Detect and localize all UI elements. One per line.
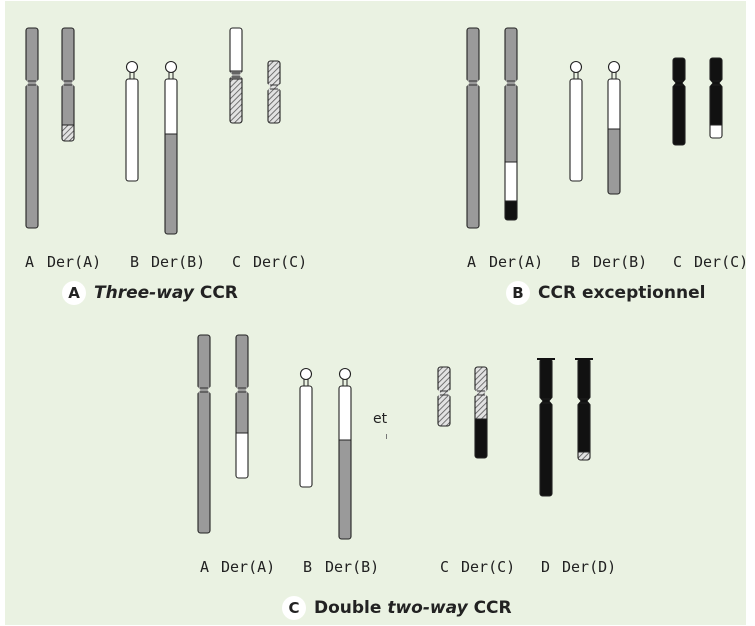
connector-et: et bbox=[373, 411, 388, 427]
chromosome-c-panel-a bbox=[229, 27, 243, 124]
chromosome-a-panel-b bbox=[466, 27, 480, 229]
label-c-a: A bbox=[200, 558, 210, 576]
label-b-a: A bbox=[467, 253, 477, 271]
label-b-der-c: Der(C) bbox=[694, 253, 746, 271]
chromosome-b-panel-a bbox=[125, 60, 139, 182]
chromosome-b-panel-b bbox=[569, 60, 583, 182]
label-c-b: B bbox=[303, 558, 313, 576]
chromosome-a-panel-a bbox=[25, 27, 39, 229]
panel-c-title-post: CCR bbox=[467, 597, 512, 618]
chromosome-der-c-panel-c bbox=[474, 366, 488, 459]
label-b-der-b: Der(B) bbox=[593, 253, 648, 271]
panel-b-badge: B bbox=[506, 281, 530, 305]
chromosome-der-b-panel-b bbox=[607, 60, 621, 195]
panel-a-title: A Three-way CCR bbox=[62, 281, 238, 305]
chromosome-d-panel-c bbox=[539, 358, 553, 497]
chromosome-der-c-panel-b bbox=[709, 57, 723, 139]
label-b-b: B bbox=[571, 253, 581, 271]
chromosome-der-a-panel-b bbox=[504, 27, 518, 221]
label-c-der-a: Der(A) bbox=[221, 558, 276, 576]
panel-c-title-italic: two-way bbox=[387, 597, 468, 618]
chromosome-diagram bbox=[25, 27, 723, 540]
connector-mark bbox=[386, 434, 387, 439]
label-c-der-c: Der(C) bbox=[461, 558, 516, 576]
label-der-b: Der(B) bbox=[151, 253, 206, 271]
panel-c-title-pre: Double bbox=[314, 597, 388, 618]
panel-b-title: B CCR exceptionnel bbox=[506, 281, 705, 305]
chromosome-c-panel-c bbox=[437, 366, 451, 427]
chromosome-a-panel-c bbox=[197, 334, 211, 534]
chromosome-der-a-panel-c bbox=[235, 334, 249, 479]
label-c-der-b: Der(B) bbox=[325, 558, 380, 576]
label-c-c: C bbox=[440, 558, 450, 576]
chromosome-der-a-panel-a bbox=[61, 27, 75, 142]
chromosome-der-d-panel-c bbox=[577, 358, 591, 461]
chromosome-der-c-panel-a bbox=[267, 60, 281, 124]
label-der-a: Der(A) bbox=[47, 253, 102, 271]
label-c-d: D bbox=[541, 558, 551, 576]
label-c-der-d: Der(D) bbox=[562, 558, 617, 576]
panel-a-title-italic: Three-way bbox=[94, 282, 194, 303]
label-a: A bbox=[25, 253, 35, 271]
chromosome-der-b-panel-a bbox=[164, 60, 178, 235]
chromosome-der-b-panel-c bbox=[338, 367, 352, 540]
label-b-der-a: Der(A) bbox=[489, 253, 544, 271]
label-b: B bbox=[130, 253, 140, 271]
panel-c-title: C Double two-way CCR bbox=[282, 596, 512, 620]
panel-a-badge: A bbox=[62, 281, 86, 305]
ccr-figure: A Der(A) B Der(B) C Der(C) A Three-way C… bbox=[5, 1, 746, 625]
label-der-c: Der(C) bbox=[253, 253, 308, 271]
label-c: C bbox=[232, 253, 242, 271]
panel-c-badge: C bbox=[282, 596, 306, 620]
panel-a-title-post: CCR bbox=[193, 282, 238, 303]
chromosome-c-panel-b bbox=[672, 57, 686, 146]
chromosome-b-panel-c bbox=[299, 367, 313, 488]
label-b-c: C bbox=[673, 253, 683, 271]
panel-b-title-pre: CCR exceptionnel bbox=[538, 282, 706, 303]
